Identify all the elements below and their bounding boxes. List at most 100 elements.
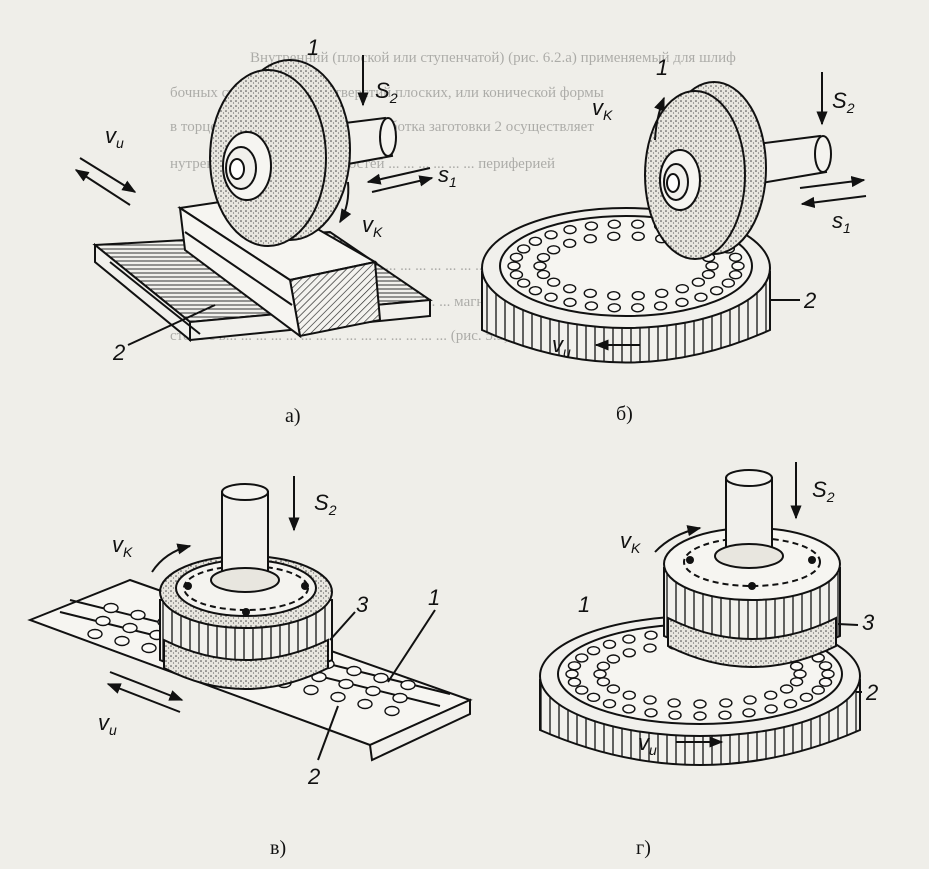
workpiece-part bbox=[563, 297, 577, 308]
label-vk-a: vK bbox=[362, 212, 383, 240]
workpiece-part bbox=[783, 698, 798, 709]
workpiece-part bbox=[400, 679, 416, 691]
workpiece-part bbox=[668, 710, 682, 720]
workpiece-part bbox=[565, 669, 579, 679]
workpiece-part bbox=[818, 677, 833, 687]
workpiece-part bbox=[721, 278, 736, 288]
workpiece-part bbox=[536, 252, 551, 263]
workpiece-part bbox=[586, 692, 601, 703]
workpiece-part bbox=[528, 285, 543, 296]
workpiece-part bbox=[365, 685, 381, 697]
workpiece-part bbox=[536, 269, 551, 280]
arrow-vu-c bbox=[109, 671, 184, 701]
workpiece-part bbox=[701, 269, 716, 280]
workpiece-part bbox=[631, 231, 645, 242]
label-table-c: 1 bbox=[428, 585, 440, 610]
label-s1-b: s1 bbox=[832, 208, 851, 236]
workpiece-part bbox=[719, 698, 733, 708]
workpiece-part bbox=[675, 297, 689, 308]
workpiece-part bbox=[622, 690, 636, 700]
workpiece-part bbox=[691, 277, 706, 287]
workpiece-part bbox=[130, 609, 146, 621]
label-s2-b: S2 bbox=[832, 88, 855, 116]
workpiece-part bbox=[567, 661, 582, 671]
workpiece-part bbox=[509, 270, 524, 280]
workpiece-part bbox=[596, 661, 611, 671]
label-wheel-c: 3 bbox=[356, 592, 369, 617]
workpiece-part bbox=[606, 684, 621, 694]
workpiece-part bbox=[705, 261, 719, 271]
caption-a: а) bbox=[285, 405, 301, 427]
workpiece-part bbox=[779, 684, 794, 694]
label-vu-a: vи bbox=[105, 123, 124, 151]
panel-d: S2 vK vи 1 3 2 г) bbox=[539, 462, 878, 859]
label-wheel-b: 1 bbox=[656, 55, 668, 80]
arrow-vk-b bbox=[654, 96, 665, 141]
arrow-vk-d bbox=[654, 525, 702, 553]
workpiece-part bbox=[643, 643, 657, 653]
workpiece-part bbox=[141, 642, 157, 654]
label-parts-d: 1 bbox=[578, 592, 590, 617]
workpiece-part bbox=[789, 661, 804, 671]
workpiece-part bbox=[575, 653, 589, 663]
workpiece-part bbox=[562, 238, 577, 249]
label-s1-a: s1 bbox=[438, 162, 457, 190]
workpiece-part bbox=[546, 277, 561, 287]
workpiece-part bbox=[606, 654, 621, 664]
bg-line: Внутренний (плоской или ступенчатой) (ри… bbox=[250, 50, 736, 66]
label-table-b: 2 bbox=[803, 288, 816, 313]
workpiece-part bbox=[607, 303, 621, 313]
label-s2-c: S2 bbox=[314, 490, 337, 518]
workpiece-part bbox=[357, 698, 373, 710]
workpiece-part bbox=[622, 648, 636, 658]
workpiece-part bbox=[643, 695, 657, 705]
workpiece-part bbox=[602, 639, 617, 650]
workpiece-part bbox=[373, 672, 389, 684]
workpiece-part bbox=[584, 221, 599, 231]
workpiece-part bbox=[602, 698, 617, 709]
label-parts-c: 2 bbox=[307, 764, 320, 789]
caption-d: г) bbox=[636, 837, 651, 859]
workpiece-part bbox=[122, 622, 138, 634]
workpiece-part bbox=[622, 634, 636, 644]
arrow-vk-c bbox=[151, 543, 192, 573]
workpiece-part bbox=[693, 711, 707, 721]
workpiece-part bbox=[596, 677, 611, 687]
workpiece-part bbox=[764, 690, 778, 700]
workpiece-part bbox=[87, 628, 103, 640]
workpiece-part bbox=[631, 219, 645, 229]
workpiece-part bbox=[718, 710, 732, 720]
workpiece-part bbox=[667, 698, 681, 708]
workpiece-part bbox=[793, 669, 807, 679]
panel-a: 1 S2 s1 vи vK 2 а) bbox=[74, 35, 457, 427]
arrow-vk-a bbox=[339, 181, 352, 224]
workpiece-part bbox=[103, 602, 119, 614]
label-vk-d: vK bbox=[620, 528, 641, 556]
label-vk-b: vK bbox=[592, 95, 613, 123]
workpiece-part bbox=[516, 244, 531, 254]
workpiece-part bbox=[631, 303, 645, 313]
workpiece-part bbox=[384, 705, 400, 717]
workpiece-part bbox=[728, 270, 743, 280]
workpiece-part bbox=[563, 224, 577, 235]
arrow-s1-a bbox=[366, 167, 431, 185]
panel-c: S2 vK vи 3 1 2 в) bbox=[27, 476, 473, 859]
caption-c: в) bbox=[270, 837, 286, 859]
workpiece-part bbox=[95, 615, 111, 627]
workpiece-part bbox=[516, 278, 531, 288]
workpiece-part bbox=[693, 699, 707, 709]
workpiece-part bbox=[507, 261, 521, 271]
workpiece-part bbox=[694, 292, 708, 302]
workpiece-part bbox=[789, 677, 804, 687]
workpiece-part bbox=[631, 290, 645, 301]
label-workpiece-a: 2 bbox=[112, 340, 125, 365]
workpiece-part bbox=[818, 661, 833, 671]
workpiece-part bbox=[533, 261, 547, 271]
workpiece-part bbox=[575, 685, 589, 695]
workpiece-part bbox=[655, 288, 669, 298]
arrow-s1-b bbox=[799, 176, 866, 189]
workpiece-part bbox=[644, 708, 658, 718]
label-wheel-a: 1 bbox=[307, 35, 319, 60]
label-vu-c: vи bbox=[98, 710, 117, 738]
